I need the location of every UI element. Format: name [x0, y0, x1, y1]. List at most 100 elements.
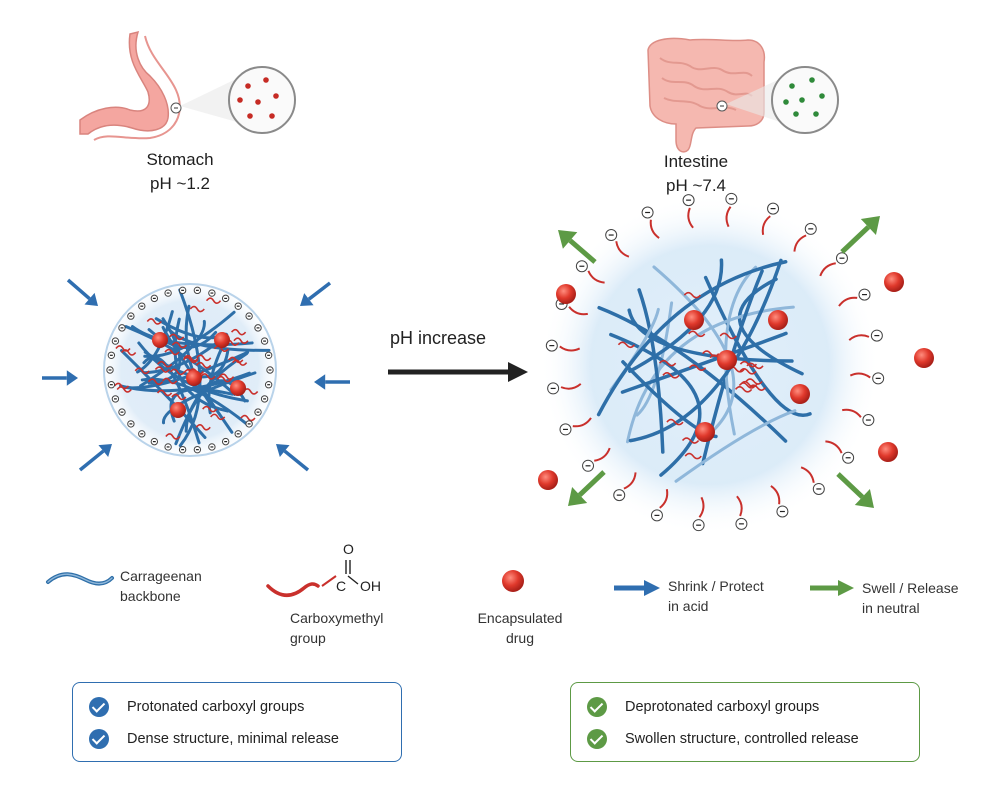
drug-dot [237, 97, 243, 103]
carboxyl-group [748, 384, 767, 391]
carboxyl-group [168, 333, 185, 341]
stomach-label: Stomach pH ~1.2 [80, 148, 280, 196]
negative-charge-icon [178, 286, 187, 295]
carboxyl-group [617, 341, 636, 349]
negative-charge-icon [208, 289, 216, 297]
carboxyl-group [205, 297, 222, 304]
carboxyl-group [793, 234, 807, 252]
shrink-arrow [276, 444, 310, 472]
legend-shrink-line1: Shrink / Protect [668, 578, 764, 594]
neutral-info-text-2: Swollen structure, controlled release [625, 731, 859, 747]
negative-charge-icon [245, 312, 253, 320]
legend-carboxymethyl-line2: group [290, 630, 326, 646]
negative-charge-icon [111, 395, 120, 403]
carboxyl-group [572, 417, 592, 428]
drug-dot [245, 83, 251, 89]
drug-particle [768, 310, 788, 330]
negative-charge-icon [575, 260, 588, 273]
negative-charge-icon [111, 337, 120, 345]
carboxyl-group [230, 328, 247, 336]
negative-charge-icon [650, 509, 663, 522]
legend-drug-line1: Encapsulated [477, 610, 563, 626]
drug-particle [186, 370, 202, 386]
negative-charge-icon [582, 459, 595, 472]
carboxyl-group [560, 383, 582, 390]
negative-charge-icon [138, 430, 146, 438]
carboxyl-group [559, 345, 581, 352]
carboxyl-group [687, 207, 694, 229]
drug-dot [809, 77, 815, 83]
carboxyl-group [825, 440, 843, 454]
carboxyl-group [195, 424, 211, 431]
carboxyl-group [171, 341, 188, 349]
drug-dot [783, 99, 789, 105]
carboxyl-group [154, 366, 171, 373]
legend-backbone-line1: Carrageenan [120, 568, 202, 584]
backbone-strand [142, 355, 201, 445]
released-drug-particle [538, 470, 558, 490]
carboxyl-group [849, 372, 871, 379]
carboxyl-group [202, 405, 218, 413]
carboxyl-group [196, 354, 212, 362]
backbone-strand [609, 332, 702, 477]
carboxyl-group [684, 452, 702, 460]
negative-charge-icon [127, 420, 135, 428]
negative-charge-icon [641, 206, 654, 219]
negative-charge-icon [260, 395, 269, 403]
carboxyl-group [147, 378, 164, 385]
stomach-icon [79, 30, 182, 141]
negative-charge-icon [150, 294, 159, 303]
negative-charge-icon [178, 445, 187, 454]
formula-oh: OH [360, 578, 381, 594]
carboxyl-group [243, 388, 259, 395]
carboxyl-group [218, 373, 235, 380]
backbone-strand [620, 331, 788, 394]
negative-charge-icon [245, 420, 253, 428]
negative-charge-icon [193, 445, 202, 454]
negative-charge-icon [221, 294, 230, 303]
check-icon [587, 729, 607, 749]
negative-charge-icon [264, 380, 273, 389]
swollen-hydrogel-particle [540, 192, 885, 535]
swell-arrows [538, 216, 934, 508]
formula-o: O [343, 541, 354, 557]
carboxyl-group [594, 447, 611, 462]
shrink-arrow [66, 278, 98, 306]
legend-swell-arrow-icon [810, 580, 854, 596]
shrunk-hydrogel-particle [98, 278, 282, 462]
negative-charge-icon [835, 252, 848, 265]
carboxyl-group [800, 466, 815, 483]
legend-swell-line2: in neutral [862, 600, 920, 616]
carboxyl-group [659, 359, 677, 367]
legend-drug-line2: drug [505, 630, 535, 646]
carboxyl-group [842, 408, 862, 418]
negative-charge-icon [234, 430, 242, 438]
carboxyl-group [146, 318, 162, 325]
negative-charge-icon [862, 414, 875, 427]
released-drug-particle [556, 284, 576, 304]
negative-charge-icon [107, 351, 116, 360]
intestine-ph: pH ~7.4 [665, 176, 726, 195]
carboxyl-group [681, 437, 700, 444]
legend-backbone-line2: backbone [120, 588, 181, 604]
drug-particle [170, 402, 186, 418]
carboxyl-group [240, 414, 256, 422]
negative-charge-icon [234, 302, 242, 310]
negative-charge-icon [776, 505, 789, 518]
negative-charge-icon [264, 351, 273, 360]
carboxyl-group [698, 496, 705, 518]
carboxyl-group [688, 330, 706, 338]
shrink-arrow [42, 370, 78, 386]
released-drug-particle [884, 272, 904, 292]
drug-dot [793, 111, 799, 117]
negative-charge-icon [804, 222, 817, 235]
ph-increase-label: pH increase [390, 328, 487, 348]
carboxyl-group [216, 375, 232, 383]
negative-charge-icon [254, 324, 262, 332]
drug-dot [799, 97, 805, 103]
negative-charge-icon [107, 380, 116, 389]
drug-dot [789, 83, 795, 89]
drug-particle [684, 310, 704, 330]
